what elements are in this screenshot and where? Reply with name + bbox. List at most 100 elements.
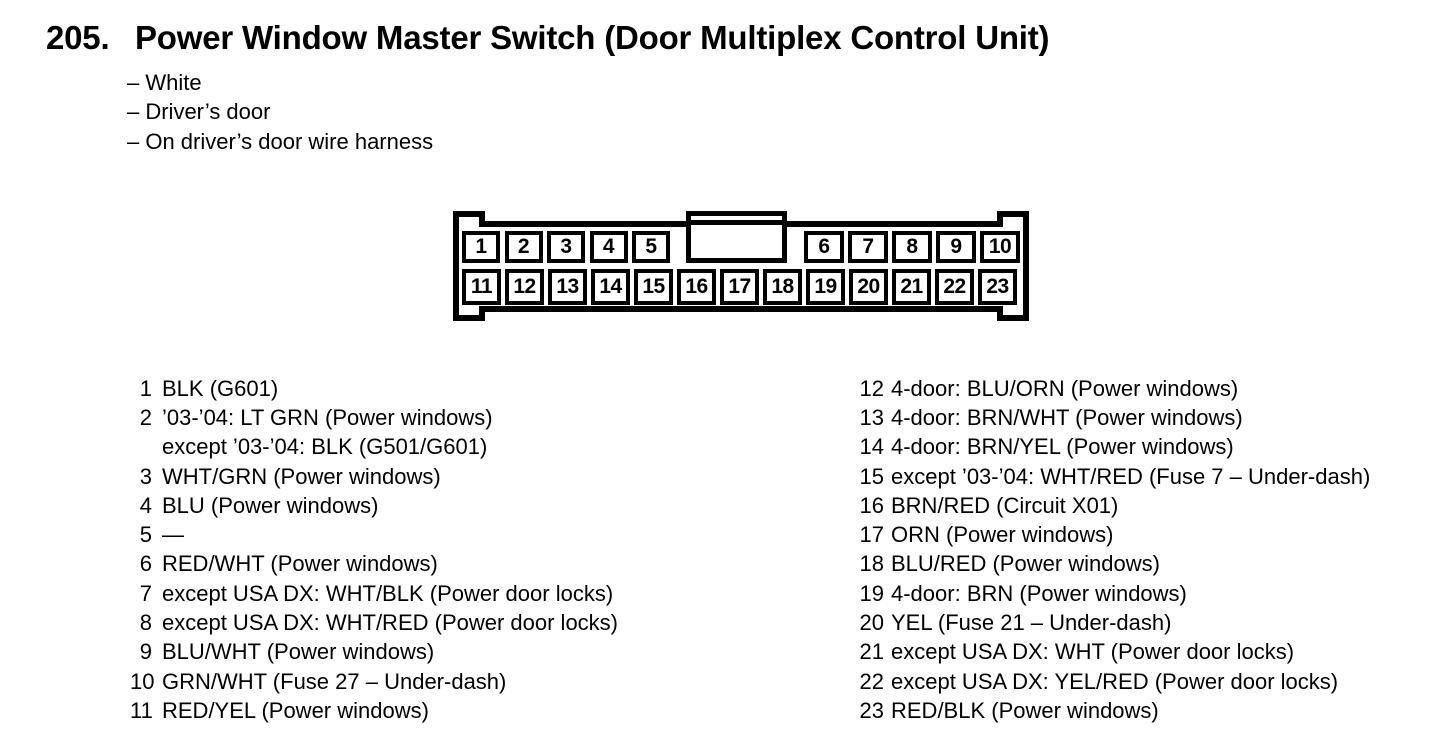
pin-number: 9: [139, 639, 152, 665]
pin-number: 11: [130, 697, 153, 723]
pin-list-right: 12 4-door: BLU/ORN (Power windows) 13 4-doo…: [857, 374, 1371, 726]
connector-cavity-17: 17: [720, 269, 759, 305]
pin-number: 6: [139, 551, 152, 577]
connector-key-tab: [686, 211, 787, 263]
pin-description: except USA DX: YEL/RED (Power door locks…: [891, 668, 1339, 694]
pin-number: 17: [859, 522, 884, 548]
pin-description: ’03-’04: LT GRN (Power windows): [162, 404, 493, 430]
pin-description: 4-door: BRN (Power windows): [891, 580, 1187, 606]
pin-list-left: 1 BLK (G601) 2 ’03-’04: LT GRN (Power windo…: [130, 374, 618, 726]
connector-cavity-23: 23: [978, 269, 1017, 305]
pin-number: 19: [859, 580, 884, 606]
connector-cavity-12: 12: [505, 269, 544, 305]
note-connector-color: – White: [127, 69, 202, 95]
pin-description: RED/YEL (Power windows): [162, 697, 429, 723]
connector-cavity-10: 10: [980, 231, 1020, 263]
connector-cavity-21: 21: [892, 269, 931, 305]
connector-cavity-14: 14: [591, 269, 630, 305]
pin-number: 1: [139, 375, 152, 401]
pin-description: ORN (Power windows): [891, 522, 1114, 548]
pin-row-9: 9 BLU/WHT (Power windows): [130, 638, 618, 667]
pin-row-15: 15 except ’03-’04: WHT/RED (Fuse 7 – Unde…: [857, 462, 1371, 491]
connector-cavity-2: 2: [504, 231, 543, 263]
connector-cavity-4: 4: [589, 231, 628, 263]
pin-description: BLU/RED (Power windows): [891, 551, 1160, 577]
pin-row-17: 17 ORN (Power windows): [857, 520, 1370, 549]
connector-cavity-8: 8: [892, 231, 932, 263]
pin-row-continuation: except ’03-’04: BLK (G501/G601): [130, 433, 618, 462]
pin-number: 2: [139, 404, 152, 430]
pin-description: BRN/RED (Circuit X01): [891, 492, 1119, 518]
pin-row-2: 2 ’03-’04: LT GRN (Power windows): [130, 403, 618, 432]
connector-cavity-19: 19: [806, 269, 845, 305]
pin-number: 15: [859, 463, 884, 489]
note-connector-harness: – On driver’s door wire harness: [127, 128, 434, 154]
pin-row-5: 5—: [130, 520, 618, 549]
pin-row-22: 22 except USA DX: YEL/RED (Power door loc…: [857, 667, 1370, 696]
pin-row-13: 13 4-door: BRN/WHT (Power windows): [857, 403, 1370, 432]
pin-row-18: 18 BLU/RED (Power windows): [857, 550, 1370, 579]
key-tab-stripe: [691, 220, 782, 225]
connector-cavity-22: 22: [935, 269, 974, 305]
pin-description: except USA DX: WHT (Power door locks): [891, 639, 1295, 665]
connector-cavity-13: 13: [548, 269, 587, 305]
pin-row-7: 7 except USA DX: WHT/BLK (Power door lock…: [130, 579, 618, 608]
pin-description: 4-door: BRN/WHT (Power windows): [891, 404, 1243, 430]
connector-cavity-1: 1: [462, 231, 500, 263]
pin-row-20: 20 YEL (Fuse 21 – Under-dash): [857, 608, 1370, 637]
connector-cavity-7: 7: [848, 231, 888, 263]
pin-description: BLU (Power windows): [162, 492, 379, 518]
pin-row-8: 8 except USA DX: WHT/RED (Power door lock…: [130, 608, 618, 637]
pin-description: RED/WHT (Power windows): [162, 551, 438, 577]
pin-row-3: 3 WHT/GRN (Power windows): [130, 462, 618, 491]
connector-cavity-18: 18: [763, 269, 802, 305]
pin-description: BLK (G601): [162, 375, 279, 401]
connector-cavity-15: 15: [634, 269, 673, 305]
pin-row-4: 4 BLU (Power windows): [130, 491, 618, 520]
pin-row-19: 19 4-door: BRN (Power windows): [857, 579, 1370, 608]
pin-number: 10: [130, 668, 155, 694]
connector-cavity-9: 9: [936, 231, 976, 263]
connector-cavity-20: 20: [849, 269, 888, 305]
pin-description: YEL (Fuse 21 – Under-dash): [891, 610, 1172, 636]
pin-number: 12: [859, 375, 884, 401]
pin-description: —: [162, 522, 184, 548]
page-header: 205. Power Window Master Switch (Door Mu…: [46, 18, 1050, 58]
pin-description: except USA DX: WHT/RED (Power door locks…: [162, 610, 619, 636]
pin-description: RED/BLK (Power windows): [891, 697, 1159, 723]
pin-number: 14: [859, 434, 884, 460]
connector-cavity-16: 16: [677, 269, 716, 305]
pin-row-1: 1 BLK (G601): [130, 374, 618, 403]
pin-description: 4-door: BLU/ORN (Power windows): [891, 375, 1239, 401]
pin-row-11: 11 RED/YEL (Power windows): [130, 696, 618, 725]
pin-row-16: 16 BRN/RED (Circuit X01): [857, 491, 1370, 520]
page-title: Power Window Master Switch (Door Multipl…: [135, 19, 1050, 56]
pin-row-10: 10 GRN/WHT (Fuse 27 – Under-dash): [130, 667, 618, 696]
pin-description: except ’03-’04: WHT/RED (Fuse 7 – Under-…: [891, 463, 1371, 489]
pin-description: BLU/WHT (Power windows): [162, 639, 435, 665]
pin-number: 22: [859, 668, 884, 694]
pin-number: 8: [139, 610, 152, 636]
pin-number: 3: [139, 463, 152, 489]
pin-number: 18: [859, 551, 884, 577]
pin-row-12: 12 4-door: BLU/ORN (Power windows): [857, 374, 1370, 403]
connector-cavity-5: 5: [632, 231, 670, 263]
pin-number: 16: [859, 492, 884, 518]
pin-description: except USA DX: WHT/BLK (Power door locks…: [162, 580, 614, 606]
pin-description: GRN/WHT (Fuse 27 – Under-dash): [162, 668, 507, 694]
page-number: 205.: [46, 19, 110, 56]
pin-number: 7: [139, 580, 152, 606]
pin-description: WHT/GRN (Power windows): [162, 463, 441, 489]
connector-notes: – White – Driver’s door – On driver’s do…: [127, 68, 433, 157]
pin-number: 5: [139, 522, 152, 548]
connector-cavity-11: 11: [462, 269, 501, 305]
pin-number: 4: [139, 492, 152, 518]
pin-number: 13: [859, 404, 884, 430]
pin-number: 20: [859, 610, 884, 636]
